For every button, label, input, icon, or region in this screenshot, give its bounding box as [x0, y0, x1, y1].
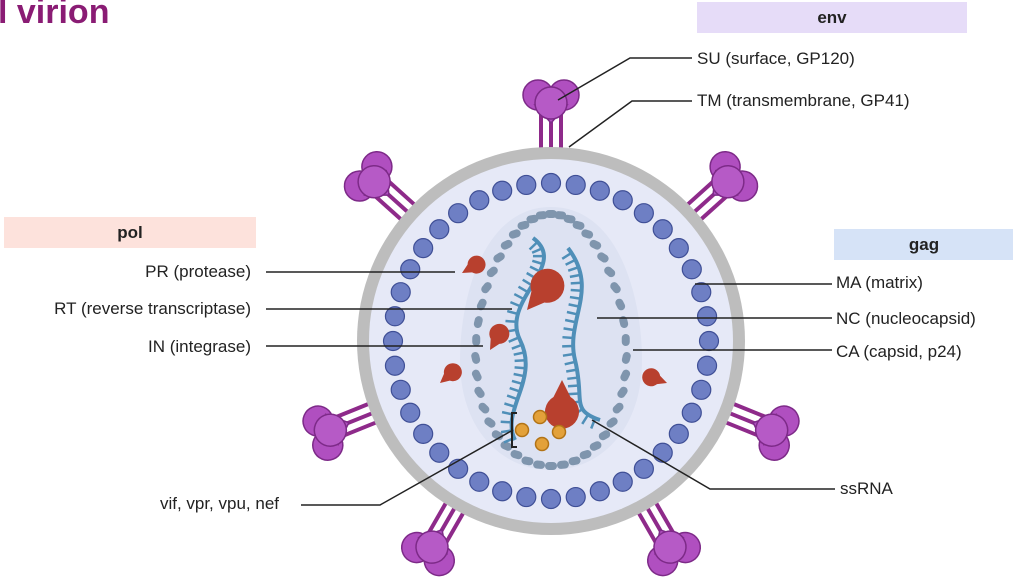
matrix-protein: [613, 472, 632, 491]
rna-base: [515, 367, 526, 368]
gp41-stem: [699, 196, 727, 221]
matrix-protein: [700, 332, 719, 351]
matrix-protein: [590, 181, 609, 200]
matrix-protein: [682, 260, 701, 279]
matrix-protein: [384, 332, 403, 351]
matrix-protein: [414, 239, 433, 258]
capsid-protein: [545, 462, 557, 470]
gp41-stem: [375, 196, 403, 221]
matrix-protein: [517, 488, 536, 507]
matrix-protein: [493, 482, 512, 501]
rna-base: [570, 297, 581, 299]
matrix-protein: [391, 283, 410, 302]
matrix-protein: [517, 175, 536, 194]
matrix-protein: [566, 488, 585, 507]
matrix-protein: [698, 356, 717, 375]
matrix-protein: [682, 403, 701, 422]
rna-base: [571, 290, 582, 291]
matrix-protein: [542, 490, 561, 509]
matrix-protein: [653, 443, 672, 462]
matrix-protein: [385, 356, 404, 375]
gp41-stem: [388, 181, 416, 206]
matrix-protein: [669, 424, 688, 443]
matrix-protein: [401, 403, 420, 422]
rna-base: [563, 354, 574, 356]
rna-base: [501, 422, 512, 423]
matrix-protein: [414, 424, 433, 443]
rna-base: [568, 394, 579, 395]
matrix-protein: [449, 204, 468, 223]
rna-base: [571, 283, 582, 284]
matrix-protein: [698, 307, 717, 326]
matrix-protein: [590, 482, 609, 501]
matrix-protein: [634, 459, 653, 478]
matrix-protein: [391, 380, 410, 399]
rna-base: [564, 328, 575, 330]
rna-base: [568, 386, 579, 387]
glycoprotein-spike: [523, 80, 579, 151]
accessory-protein: [553, 426, 566, 439]
matrix-protein: [470, 191, 489, 210]
matrix-protein: [653, 220, 672, 239]
matrix-protein: [470, 472, 489, 491]
matrix-protein: [493, 181, 512, 200]
capsid-protein: [472, 334, 480, 346]
gp120-subunit: [535, 87, 567, 119]
matrix-protein: [692, 380, 711, 399]
rna-base: [567, 378, 578, 379]
gp41-stem: [686, 181, 714, 206]
matrix-protein: [634, 204, 653, 223]
leader-tm: [569, 101, 692, 147]
matrix-protein: [669, 239, 688, 258]
matrix-protein: [401, 260, 420, 279]
matrix-protein: [613, 191, 632, 210]
rna-base: [515, 360, 526, 361]
rna-base: [562, 337, 573, 338]
capsid-protein: [622, 334, 630, 346]
matrix-protein: [692, 283, 711, 302]
matrix-protein: [542, 174, 561, 193]
accessory-protein: [536, 438, 549, 451]
matrix-protein: [566, 175, 585, 194]
accessory-protein: [516, 424, 529, 437]
matrix-protein: [430, 220, 449, 239]
accessory-protein: [534, 411, 547, 424]
rna-base: [505, 321, 516, 322]
matrix-protein: [449, 459, 468, 478]
matrix-protein: [430, 443, 449, 462]
